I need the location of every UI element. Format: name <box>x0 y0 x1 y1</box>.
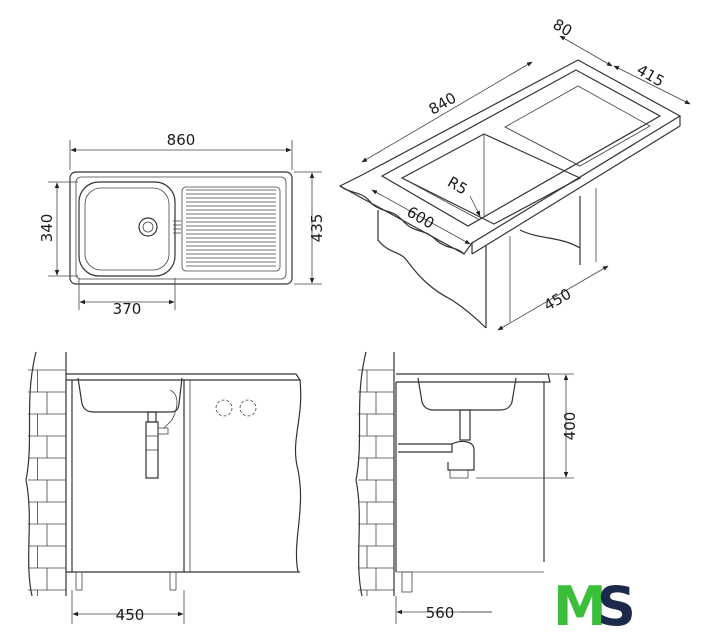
overflow-icon <box>173 220 181 234</box>
dim-860: 860 <box>167 131 196 149</box>
wall-bricks-side <box>355 351 395 597</box>
side-bowl <box>417 377 517 411</box>
dim-450-iso: 450 <box>541 285 575 315</box>
logo-m: M <box>553 575 607 638</box>
logo-s: S <box>597 575 636 638</box>
wall-edge <box>355 351 367 597</box>
outlet-icon <box>215 399 233 417</box>
dim-600: 600 <box>404 203 438 233</box>
dim-435: 435 <box>308 214 326 243</box>
wall-edge <box>25 351 37 597</box>
dim-450-front: 450 <box>116 606 145 624</box>
top-view: 860 435 340 370 <box>38 131 326 318</box>
drain-icon <box>138 217 158 237</box>
front-bowl <box>77 377 183 413</box>
dim-400: 400 <box>561 412 579 441</box>
bowl-outline <box>78 181 176 277</box>
dim-415: 415 <box>634 61 668 91</box>
iso-view: 840 80 415 600 R5 450 <box>338 15 691 331</box>
sink-outline <box>69 171 293 285</box>
dim-80: 80 <box>550 15 576 40</box>
dim-840: 840 <box>426 89 460 119</box>
front-view: 450 <box>25 351 302 624</box>
side-view: 400 560 <box>355 351 579 624</box>
dim-370: 370 <box>113 300 142 318</box>
dim-560: 560 <box>426 604 455 622</box>
wall-bricks-front <box>25 351 67 597</box>
drainer-ribs <box>186 189 276 267</box>
dim-r5: R5 <box>444 173 470 199</box>
iso-bowl <box>400 133 582 225</box>
ms-logo: M S <box>553 575 636 638</box>
outlet-icon <box>239 399 257 417</box>
dim-340: 340 <box>38 214 56 243</box>
drainer-outline <box>181 186 281 272</box>
